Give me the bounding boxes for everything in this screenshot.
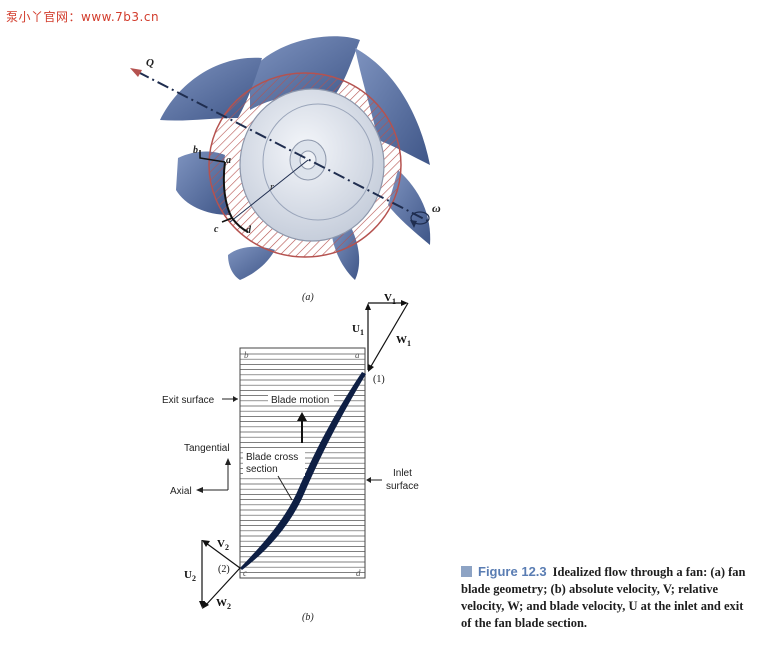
flow-arrow-head xyxy=(130,68,142,77)
w1-label: W1 xyxy=(396,334,411,348)
point-label-d: d xyxy=(246,225,252,236)
rotation-label: ω xyxy=(432,201,441,215)
w1-vector xyxy=(369,302,409,369)
blade-far-right xyxy=(388,170,431,245)
inlet-surface-label-line2: surface xyxy=(386,481,419,492)
blade-motion-label: Blade motion xyxy=(271,395,329,406)
w2-label: W2 xyxy=(216,597,231,611)
v2-label: V2 xyxy=(217,538,229,552)
corner-label-d: d xyxy=(356,568,361,578)
v2-vector xyxy=(205,542,241,569)
exit-surface-label: Exit surface xyxy=(162,395,215,406)
w2-vector-head xyxy=(202,601,209,609)
flow-label: Q xyxy=(146,57,154,69)
blade-section-bottom xyxy=(221,217,233,223)
inlet-surface-arrow-head xyxy=(366,477,371,483)
fan-illustration: Q ω r b a c d (a) xyxy=(130,36,441,303)
u2-label: U2 xyxy=(184,569,196,583)
u2-vector-head xyxy=(199,601,205,608)
exit-velocity-triangle: V2 U2 W2 (2) xyxy=(184,538,241,611)
v1-label: V1 xyxy=(384,292,396,306)
inlet-surface-label-line1: Inlet xyxy=(393,468,412,479)
tangential-label: Tangential xyxy=(184,443,230,454)
blade-section-label-bg xyxy=(243,450,305,476)
corner-label-c: c xyxy=(243,568,247,578)
sublabel-b: (b) xyxy=(302,612,314,623)
blade-cross-section xyxy=(240,372,366,570)
blade-section-leader xyxy=(277,475,293,501)
blade-section-label-line2: section xyxy=(246,464,278,475)
radius-label: r xyxy=(270,182,274,193)
sublabel-a: (a) xyxy=(302,292,314,303)
u1-label: U1 xyxy=(352,323,364,337)
tangential-arrow-head xyxy=(225,458,231,465)
blade-section-label-line1: Blade cross xyxy=(246,452,298,463)
axial-label: Axial xyxy=(170,486,192,497)
w1-vector-head xyxy=(368,364,374,372)
u1-vector-head xyxy=(365,303,371,310)
point-label-a: a xyxy=(226,155,231,166)
watermark: 泵小丫官网：www.7b3.cn xyxy=(6,10,160,24)
figure-number: Figure 12.3 xyxy=(478,564,547,579)
blade-bottom-left xyxy=(228,246,275,280)
hub-inner-ring xyxy=(262,103,374,221)
caption-square-icon xyxy=(461,566,472,577)
exit-surface-arrow-head xyxy=(233,396,238,402)
flow-axis-line xyxy=(137,71,431,223)
blade-motion-arrow-head xyxy=(297,412,307,421)
v1-vector-head xyxy=(401,300,408,306)
v2-vector-head xyxy=(202,540,210,547)
corner-label-a: a xyxy=(355,350,360,360)
corner-label-b: b xyxy=(244,350,249,360)
rotation-arrow-icon xyxy=(410,211,430,225)
blade-right xyxy=(355,48,430,165)
w2-vector xyxy=(204,567,241,607)
point-label-b: b xyxy=(193,145,198,156)
inlet-velocity-triangle: V1 U1 W1 (1) xyxy=(352,292,411,385)
inlet-point-label: (1) xyxy=(373,374,385,385)
point-label-c: c xyxy=(214,224,219,235)
radius-line xyxy=(229,159,309,223)
cascade-diagram: b a c d Exit surface Blade motion Blade … xyxy=(162,292,419,623)
exit-point-label: (2) xyxy=(218,564,230,575)
blade-motion-label-bg xyxy=(268,392,334,405)
caption-text: Idealized flow through a fan: (a) fan bl… xyxy=(461,565,746,630)
blade-section-outline xyxy=(199,150,226,163)
axial-arrow-head xyxy=(196,487,203,493)
rotation-arrow-head xyxy=(410,220,417,228)
